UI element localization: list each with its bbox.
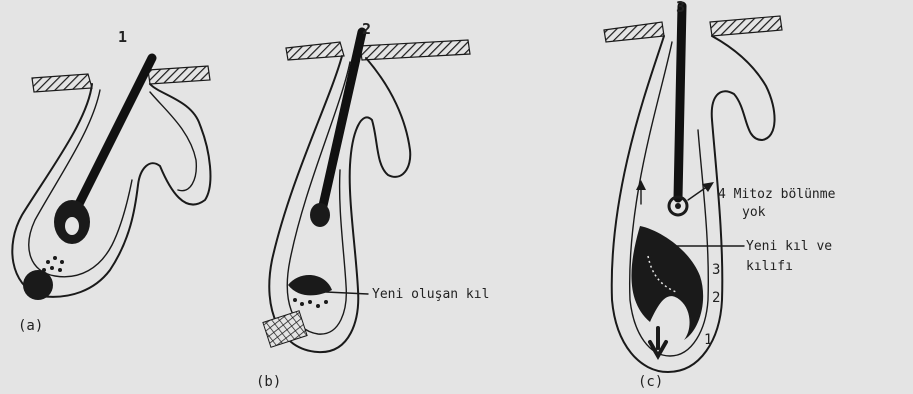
hair-club-b <box>310 203 330 227</box>
annotation-mitosis-line1: 4 Mitoz bölünme <box>718 187 836 202</box>
sebaceous-gland <box>150 92 196 191</box>
annotation-new-hair-line2: kılıfı <box>746 259 793 274</box>
number-label-b: 2 <box>362 20 371 38</box>
dermal-papilla-grid-b <box>263 311 307 347</box>
skin-surface-left <box>286 42 344 60</box>
annotation-new-hair-line1: Yeni kıl ve <box>746 239 832 254</box>
caption-b: (b) <box>256 374 281 390</box>
skin-surface-right <box>360 40 470 60</box>
skin-surface-right <box>710 16 782 36</box>
hair-shaft-c <box>678 6 682 198</box>
panel-a: 1 (a) <box>12 28 210 334</box>
side-number-1: 1 <box>704 332 712 348</box>
dermal-papilla-blob <box>23 270 53 300</box>
skin-surface-left <box>604 22 664 42</box>
cell-dots-b <box>293 298 328 308</box>
skin-surface-left <box>32 74 92 92</box>
annotation-pointer-b <box>326 292 368 294</box>
number-label-c: 3 <box>676 0 685 16</box>
caption-a: (a) <box>18 318 43 334</box>
cell-dots-a <box>42 256 64 272</box>
annotation-new-hair-b: Yeni oluşan kıl <box>372 287 489 302</box>
annotation-mitosis-line2: yok <box>742 205 766 220</box>
panel-b: 2 Yeni oluşan kıl (b) <box>256 20 489 390</box>
skin-surface-right <box>148 66 210 84</box>
side-number-2: 2 <box>712 290 720 306</box>
caption-c: (c) <box>638 374 663 390</box>
side-number-3: 3 <box>712 262 720 278</box>
downward-arrow-c <box>650 328 666 356</box>
number-label-a: 1 <box>118 28 127 46</box>
papilla-a <box>65 217 79 235</box>
new-hair-sheath-c <box>631 226 703 340</box>
panel-c: 3 4 Mitoz bölünme yok Yeni kıl ve kılıfı… <box>604 0 836 390</box>
